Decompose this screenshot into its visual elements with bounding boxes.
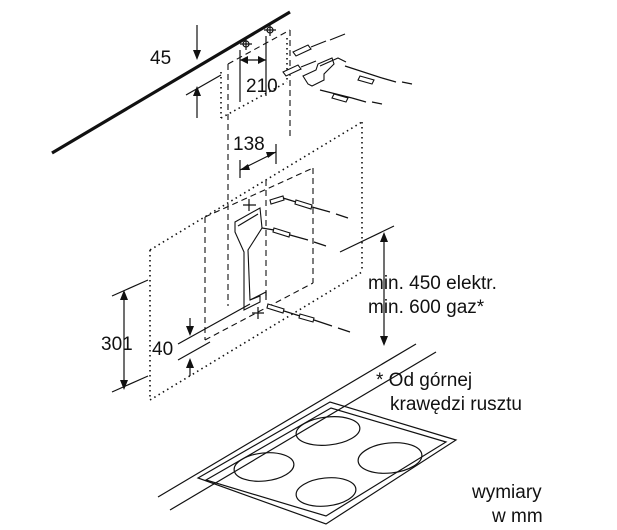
dim-40-label: 40 (152, 339, 173, 360)
units-line-2: w mm (491, 506, 543, 527)
hood-body-outline (149, 121, 363, 401)
ceiling-drill-marks (240, 24, 276, 50)
burner-front-left (233, 452, 295, 482)
burner-front-right (295, 477, 357, 507)
cooktop (196, 401, 458, 525)
ceiling-bracket (302, 57, 347, 87)
footnote-line-1: * Od górnej (376, 370, 472, 391)
dim-45-label: 45 (150, 48, 171, 69)
clearance-gas-label: min. 600 gaz* (368, 297, 485, 318)
lower-duct-outline (204, 167, 314, 341)
burner-rear-left (295, 416, 361, 446)
burner-rear-right (357, 442, 423, 474)
upper-screws (282, 33, 413, 105)
upper-duct-cover-outline (227, 29, 291, 306)
clearance-electric-label: min. 450 elektr. (368, 273, 497, 294)
footnote-line-2: krawędzi rusztu (390, 394, 522, 415)
dim-301: 301 (101, 279, 149, 393)
dim-138-label: 138 (233, 134, 265, 155)
wall-bracket (234, 207, 267, 311)
dim-40: 40 (152, 303, 251, 376)
dim-138: 138 (233, 134, 277, 178)
dim-45: 45 (150, 25, 222, 118)
units-line-1: wymiary (471, 482, 542, 503)
dim-210-label: 210 (246, 76, 278, 97)
dim-210: 210 (239, 36, 278, 102)
dim-clearance (339, 225, 395, 346)
wall-screws (243, 195, 351, 333)
ceiling (51, 10, 291, 155)
dim-301-label: 301 (101, 334, 133, 355)
